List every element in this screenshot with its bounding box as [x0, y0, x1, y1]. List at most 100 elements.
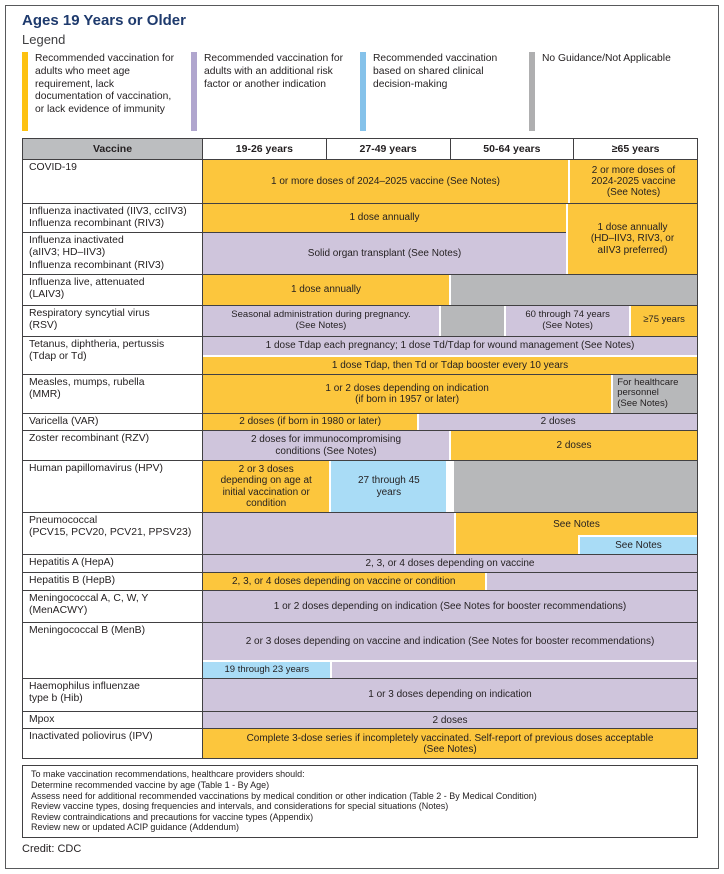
cell-menb-purple-strip	[332, 662, 697, 679]
legend-item-shared-decision: Recommended vaccination based on shared …	[360, 52, 521, 131]
vaccine-label: Haemophilus influenzae type b (Hib)	[23, 679, 203, 712]
cell-rsv-pregnancy: Seasonal administration during pregnancy…	[203, 305, 439, 336]
legend-swatch-gray	[529, 52, 535, 131]
vaccine-label: Hepatitis B (HepB)	[23, 573, 203, 591]
footer-line: Review new or updated ACIP guidance (Add…	[31, 822, 239, 833]
vaccine-label: Measles, mumps, rubella (MMR)	[23, 374, 203, 413]
header-vaccine: Vaccine	[23, 139, 203, 159]
vaccine-label: Influenza live, attenuated (LAIV3)	[23, 274, 203, 305]
cell-pneumo-see-notes-yellow: See Notes	[553, 518, 600, 530]
cell-covid-19-64: 1 or more doses of 2024–2025 vaccine (Se…	[203, 160, 568, 203]
cell-rzv-2-doses: 2 doses	[451, 431, 697, 461]
row-covid-19: COVID-19 1 or more doses of 2024–2025 va…	[23, 159, 697, 203]
cell-mmr-main: 1 or 2 doses depending on indication (if…	[203, 374, 612, 413]
row-mmr: Measles, mumps, rubella (MMR) 1 or 2 dos…	[23, 373, 697, 413]
schedule-figure: Ages 19 Years or Older Legend Recommende…	[22, 12, 698, 855]
table-header-row: Vaccine 19-26 years 27-49 years 50-64 ye…	[23, 139, 697, 159]
cell-hepb-purple	[486, 573, 697, 591]
row-hpv: Human papillomavirus (HPV) 2 or 3 doses …	[23, 460, 697, 513]
cell-influenza-annual: 1 dose annually	[203, 204, 566, 233]
row-hepatitis-a: Hepatitis A (HepA) 2, 3, or 4 doses depe…	[23, 554, 697, 573]
legend-text: Recommended vaccination based on shared …	[373, 53, 498, 90]
footer-line: To make vaccination recommendations, hea…	[31, 769, 305, 780]
vaccine-label: Human papillomavirus (HPV)	[23, 461, 203, 513]
row-hib: Haemophilus influenzae type b (Hib) 1 or…	[23, 678, 697, 712]
footer-line: Review vaccine types, dosing frequencies…	[31, 801, 449, 812]
cell-influenza-65plus: 1 dose annually (HD–IIV3, RIV3, or aIIV3…	[568, 204, 697, 274]
vaccine-labels-influenza: Influenza inactivated (IIV3, ccIIV3) Inf…	[23, 204, 203, 274]
header-age-27-49: 27-49 years	[325, 139, 450, 159]
vaccine-label: Hepatitis A (HepA)	[23, 555, 203, 573]
header-age-65plus: ≥65 years	[573, 139, 697, 159]
legend-swatch-purple	[191, 52, 197, 131]
legend-swatch-yellow	[22, 52, 28, 131]
cell-hepa-main: 2, 3, or 4 doses depending on vaccine	[203, 555, 697, 573]
row-ipv: Inactivated poliovirus (IPV) Complete 3-…	[23, 728, 697, 759]
cell-menb-main: 2 or 3 doses depending on vaccine and in…	[203, 623, 697, 661]
legend-item-no-guidance: No Guidance/Not Applicable	[529, 52, 690, 131]
cell-influenza-transplant: Solid organ transplant (See Notes)	[203, 233, 566, 274]
row-laiv3: Influenza live, attenuated (LAIV3) 1 dos…	[23, 273, 697, 305]
hpv-spacer	[448, 461, 452, 512]
cell-tdap-pregnancy: 1 dose Tdap each pregnancy; 1 dose Td/Td…	[203, 336, 697, 355]
footer-line: Review contraindications and precautions…	[31, 811, 314, 822]
cell-tdap-booster: 1 dose Tdap, then Td or Tdap booster eve…	[203, 356, 697, 374]
legend-text: Recommended vaccination for adults who m…	[35, 53, 175, 116]
cell-menacwy-main: 1 or 2 doses depending on indication (Se…	[203, 591, 697, 623]
cell-var-born-1980: 2 doses (if born in 1980 or later)	[203, 413, 418, 431]
legend-item-age-based: Recommended vaccination for adults who m…	[22, 52, 183, 131]
row-pneumococcal: Pneumococcal (PCV15, PCV20, PCV21, PPSV2…	[23, 512, 697, 555]
cell-rsv-gray	[441, 305, 505, 336]
row-zoster: Zoster recombinant (RZV) 2 doses for imm…	[23, 430, 697, 461]
vaccine-label: Meningococcal A, C, W, Y (MenACWY)	[23, 591, 203, 623]
credit-text: Credit: CDC	[22, 842, 82, 855]
cell-laiv3-50plus-gray	[451, 274, 697, 305]
vaccine-label: Meningococcal B (MenB)	[23, 623, 203, 679]
vaccine-label: Mpox	[23, 712, 203, 729]
cell-pneumo-50plus: See Notes See Notes	[455, 513, 697, 555]
legend-text: No Guidance/Not Applicable	[542, 53, 671, 64]
pneumo-yellow-corner	[456, 535, 578, 554]
cell-ipv-main: Complete 3-dose series if incompletely v…	[203, 729, 697, 759]
cell-pneumo-see-notes-blue: See Notes	[577, 535, 697, 555]
row-hepatitis-b: Hepatitis B (HepB) 2, 3, or 4 doses depe…	[23, 572, 697, 591]
schedule-table: Vaccine 19-26 years 27-49 years 50-64 ye…	[22, 138, 698, 760]
vaccine-label: Tetanus, diphtheria, pertussis (Tdap or …	[23, 336, 203, 374]
vaccine-label: COVID-19	[23, 160, 203, 203]
header-age-50-64: 50-64 years	[449, 139, 574, 159]
legend: Recommended vaccination for adults who m…	[22, 52, 698, 131]
cell-rsv-60-74: 60 through 74 years (See Notes)	[506, 305, 630, 336]
row-influenza-group: Influenza inactivated (IIV3, ccIIV3) Inf…	[23, 203, 697, 274]
cell-pneumo-risk-purple	[203, 513, 454, 555]
cell-mmr-healthcare-personnel: For healthcare personnel (See Notes)	[613, 374, 697, 413]
vaccine-label: Zoster recombinant (RZV)	[23, 431, 203, 461]
row-mpox: Mpox 2 doses	[23, 711, 697, 729]
cell-covid-65plus: 2 or more doses of 2024-2025 vaccine (Se…	[570, 160, 697, 203]
row-rsv: Respiratory syncytial virus (RSV) Season…	[23, 304, 697, 336]
cell-laiv3-19-49: 1 dose annually	[203, 274, 449, 305]
cell-hepb-main: 2, 3, or 4 doses depending on vaccine or…	[203, 573, 485, 591]
footer-line: Determine recommended vaccine by age (Ta…	[31, 779, 270, 790]
vaccine-label: Varicella (VAR)	[23, 413, 203, 431]
legend-item-risk-based: Recommended vaccination for adults with …	[191, 52, 352, 131]
provider-guidance-box: To make vaccination recommendations, hea…	[22, 765, 698, 838]
cell-var-2-doses: 2 doses	[419, 413, 697, 431]
cell-hpv-27-45: 27 through 45 years	[331, 461, 447, 513]
row-menacwy: Meningococcal A, C, W, Y (MenACWY) 1 or …	[23, 590, 697, 623]
row-tdap: Tetanus, diphtheria, pertussis (Tdap or …	[23, 335, 697, 374]
legend-heading: Legend	[22, 32, 66, 47]
cell-rzv-immunocompromising: 2 doses for immunocompromising condition…	[203, 431, 449, 461]
page-title: Ages 19 Years or Older	[22, 12, 186, 29]
vaccine-label: Respiratory syncytial virus (RSV)	[23, 305, 203, 336]
legend-swatch-blue	[360, 52, 366, 131]
row-varicella: Varicella (VAR) 2 doses (if born in 1980…	[23, 412, 697, 431]
cell-menb-19-23: 19 through 23 years	[203, 662, 331, 679]
legend-text: Recommended vaccination for adults with …	[204, 53, 344, 90]
cell-hpv-gray	[454, 461, 697, 513]
cell-rsv-75plus: ≥75 years	[631, 305, 697, 336]
vaccine-label: Influenza inactivated (IIV3, ccIIV3) Inf…	[23, 204, 202, 233]
cell-hpv-age-based: 2 or 3 doses depending on age at initial…	[203, 461, 330, 513]
header-age-19-26: 19-26 years	[235, 143, 293, 155]
cell-mpox-main: 2 doses	[203, 712, 697, 729]
footer-line: Assess need for additional recommended v…	[31, 790, 537, 801]
